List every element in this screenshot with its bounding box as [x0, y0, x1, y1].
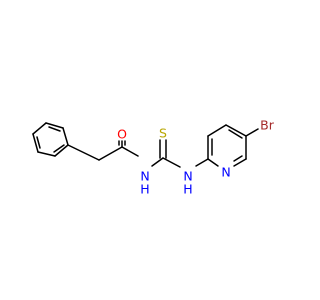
molecule-canvas: O S N H N H N Br [32, 118, 275, 197]
bond [45, 122, 64, 129]
bond [207, 124, 227, 137]
sulfur-atom-label: S [159, 126, 167, 141]
amide-nitrogen-atom-label: N [140, 169, 149, 184]
bond-double-inner [53, 144, 65, 153]
bond [225, 124, 247, 137]
bond [162, 157, 181, 168]
amide-nitrogen-hydrogen-label: H [140, 182, 149, 197]
bromine-atom-label: Br [260, 118, 275, 133]
bond [32, 122, 47, 135]
bond [151, 157, 164, 167]
bond [98, 146, 123, 161]
thiourea-nitrogen-atom-label: N [183, 169, 192, 184]
thiourea-nitrogen-hydrogen-label: H [183, 182, 192, 197]
bond-double-inner [233, 155, 243, 162]
bond-double-inner [36, 136, 41, 149]
phenyl-ring [32, 122, 69, 157]
oxygen-atom-label: O [117, 127, 127, 142]
bond [121, 146, 139, 157]
pyridine-nitrogen-atom-label: N [221, 165, 230, 180]
bond [37, 151, 56, 157]
bond [67, 144, 100, 161]
bond-double-inner [48, 126, 61, 132]
bond [54, 144, 69, 157]
bond [207, 158, 219, 167]
bond [32, 133, 39, 153]
bond [233, 158, 247, 167]
bond [62, 127, 69, 146]
bond-double-inner [228, 129, 243, 139]
molecule-structure: O S N H N H N Br [32, 118, 275, 197]
bond [245, 128, 259, 137]
bond [195, 158, 209, 167]
pyridine-ring [207, 124, 247, 167]
